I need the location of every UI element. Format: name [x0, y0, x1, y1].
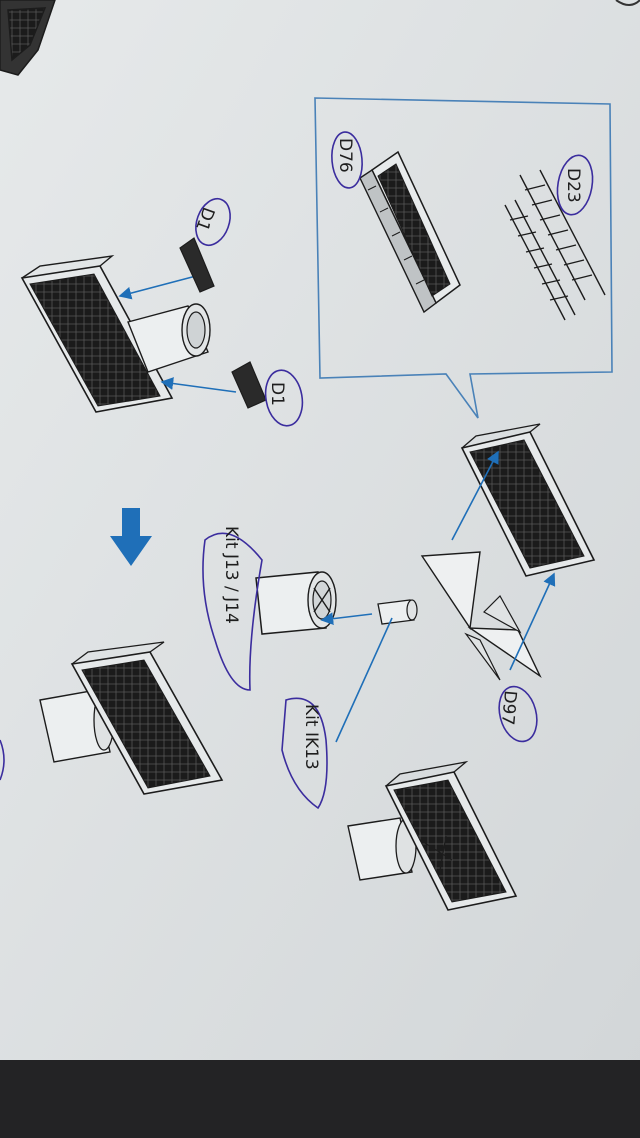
center-cylinder-part — [255, 571, 373, 635]
d23-mark-circle — [556, 154, 594, 216]
kit-j-label-group: Kit J13 / J14 — [202, 526, 263, 691]
label-d23: D23 — [563, 168, 583, 203]
d76-grille-part — [359, 150, 461, 314]
table-edge — [0, 1060, 640, 1138]
d23-ladder-part — [504, 169, 606, 321]
label-d76: D76 — [335, 138, 355, 173]
bottom-left-assembled-drawing — [39, 641, 224, 795]
detail-callout-box: D23 D76 — [314, 97, 613, 419]
small-pin-part — [335, 599, 418, 743]
label-d1-mid: D1 — [267, 382, 287, 406]
d76-mark-circle — [331, 131, 363, 189]
d1-part-mid: D1 — [231, 361, 304, 427]
edge-pen-mark — [0, 739, 5, 781]
kit-ik-label-group: Kit IK13 — [281, 697, 328, 810]
d97-mark-circle — [498, 685, 538, 743]
label-d97: D97 — [497, 690, 520, 726]
down-arrow-icon — [110, 508, 152, 566]
left-assembly-drawing — [20, 254, 237, 413]
corner-pen-mark — [615, 0, 640, 6]
label-kit-j13-j14: Kit J13 / J14 — [221, 526, 241, 624]
label-kit-ik13: Kit IK13 — [301, 704, 321, 770]
center-assembly-drawing: D97 — [420, 423, 596, 743]
corner-part-drawing — [0, 0, 56, 76]
bottom-right-assembled-drawing — [347, 760, 518, 911]
